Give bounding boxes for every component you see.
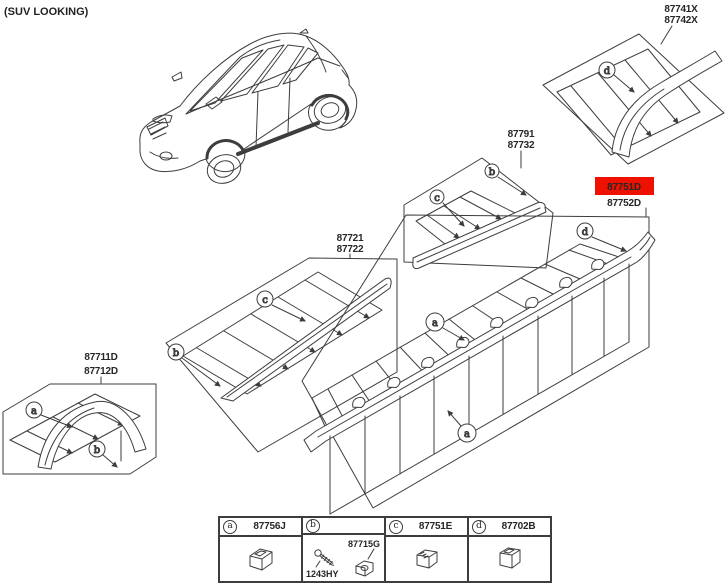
legend-table: a 87756J b 87715G — [218, 516, 552, 583]
legend-key-c: c — [389, 519, 403, 534]
part-box-side-sill: a a d — [301, 207, 656, 515]
part-box-front-arch: a b — [2, 376, 157, 475]
part-code: 87752D — [607, 198, 641, 209]
callout-c — [429, 189, 445, 205]
part-code: 87721 — [337, 233, 364, 244]
callout-b — [484, 163, 500, 179]
legend-key-b: b — [306, 518, 320, 533]
part-box-rear-arch: d — [542, 25, 725, 165]
part-box-front-door-garnish: c b — [165, 253, 398, 453]
svg-text:a: a — [464, 429, 470, 440]
part-code: 87741X — [664, 4, 698, 15]
part-code-highlighted: 87751D — [607, 182, 641, 193]
quarter-garnish-strip — [412, 201, 547, 270]
part-code: 87791 — [508, 129, 535, 140]
screw-and-grommet: 87715G 1243HY — [306, 539, 380, 579]
legend-col-a: a 87756J — [220, 518, 303, 581]
callout-b — [167, 343, 185, 361]
legend-col-c: c 87751E — [386, 518, 469, 581]
grille — [146, 117, 169, 140]
legend-key-a: a — [223, 519, 237, 534]
clip-icon — [249, 548, 272, 571]
callout-c — [256, 290, 274, 308]
legend-code: 87702B — [501, 521, 536, 532]
callout-a — [25, 401, 43, 419]
legend-col-b: b 87715G 12 — [303, 518, 386, 581]
legend-col-d: d 87702B — [469, 518, 550, 581]
svg-text:a: a — [31, 406, 37, 417]
view-label: (SUV LOOKING) — [4, 6, 89, 18]
sub-part-code: 1243HY — [306, 569, 339, 579]
svg-text:a: a — [432, 318, 438, 329]
svg-text:d: d — [582, 227, 589, 238]
svg-text:c: c — [434, 193, 440, 204]
svg-text:b: b — [489, 167, 495, 178]
car-illustration — [139, 28, 358, 184]
part-code: 87712D — [84, 366, 118, 377]
callout-b — [88, 440, 106, 458]
part-code: 87732 — [508, 140, 535, 151]
legend-code: 87756J — [253, 521, 286, 532]
grommet-icon — [355, 560, 373, 577]
front-arch-moulding — [37, 400, 147, 470]
part-box-quarter-garnish: c b — [403, 150, 554, 270]
pad-icon — [499, 547, 520, 569]
callout-d — [598, 61, 616, 79]
svg-text:d: d — [604, 66, 611, 77]
svg-text:b: b — [94, 445, 100, 456]
callout-d — [576, 222, 594, 240]
sub-part-code: 87715G — [348, 539, 380, 549]
sill-garnish-stripe — [236, 121, 320, 156]
clip-icon — [416, 549, 437, 569]
callout-a — [425, 312, 445, 332]
highlight-box — [595, 177, 654, 195]
door-garnish-strip — [220, 277, 392, 402]
part-code: 87722 — [337, 244, 364, 255]
legend-key-d: d — [472, 519, 486, 534]
svg-text:b: b — [173, 348, 179, 359]
legend-code: 87751E — [418, 521, 453, 532]
svg-text:c: c — [262, 295, 268, 306]
callout-a — [457, 423, 477, 443]
part-code: 87742X — [664, 15, 698, 26]
part-code: 87711D — [84, 352, 117, 363]
screw-icon — [313, 549, 334, 566]
rear-arch-moulding — [611, 50, 723, 158]
mirror — [205, 96, 223, 110]
